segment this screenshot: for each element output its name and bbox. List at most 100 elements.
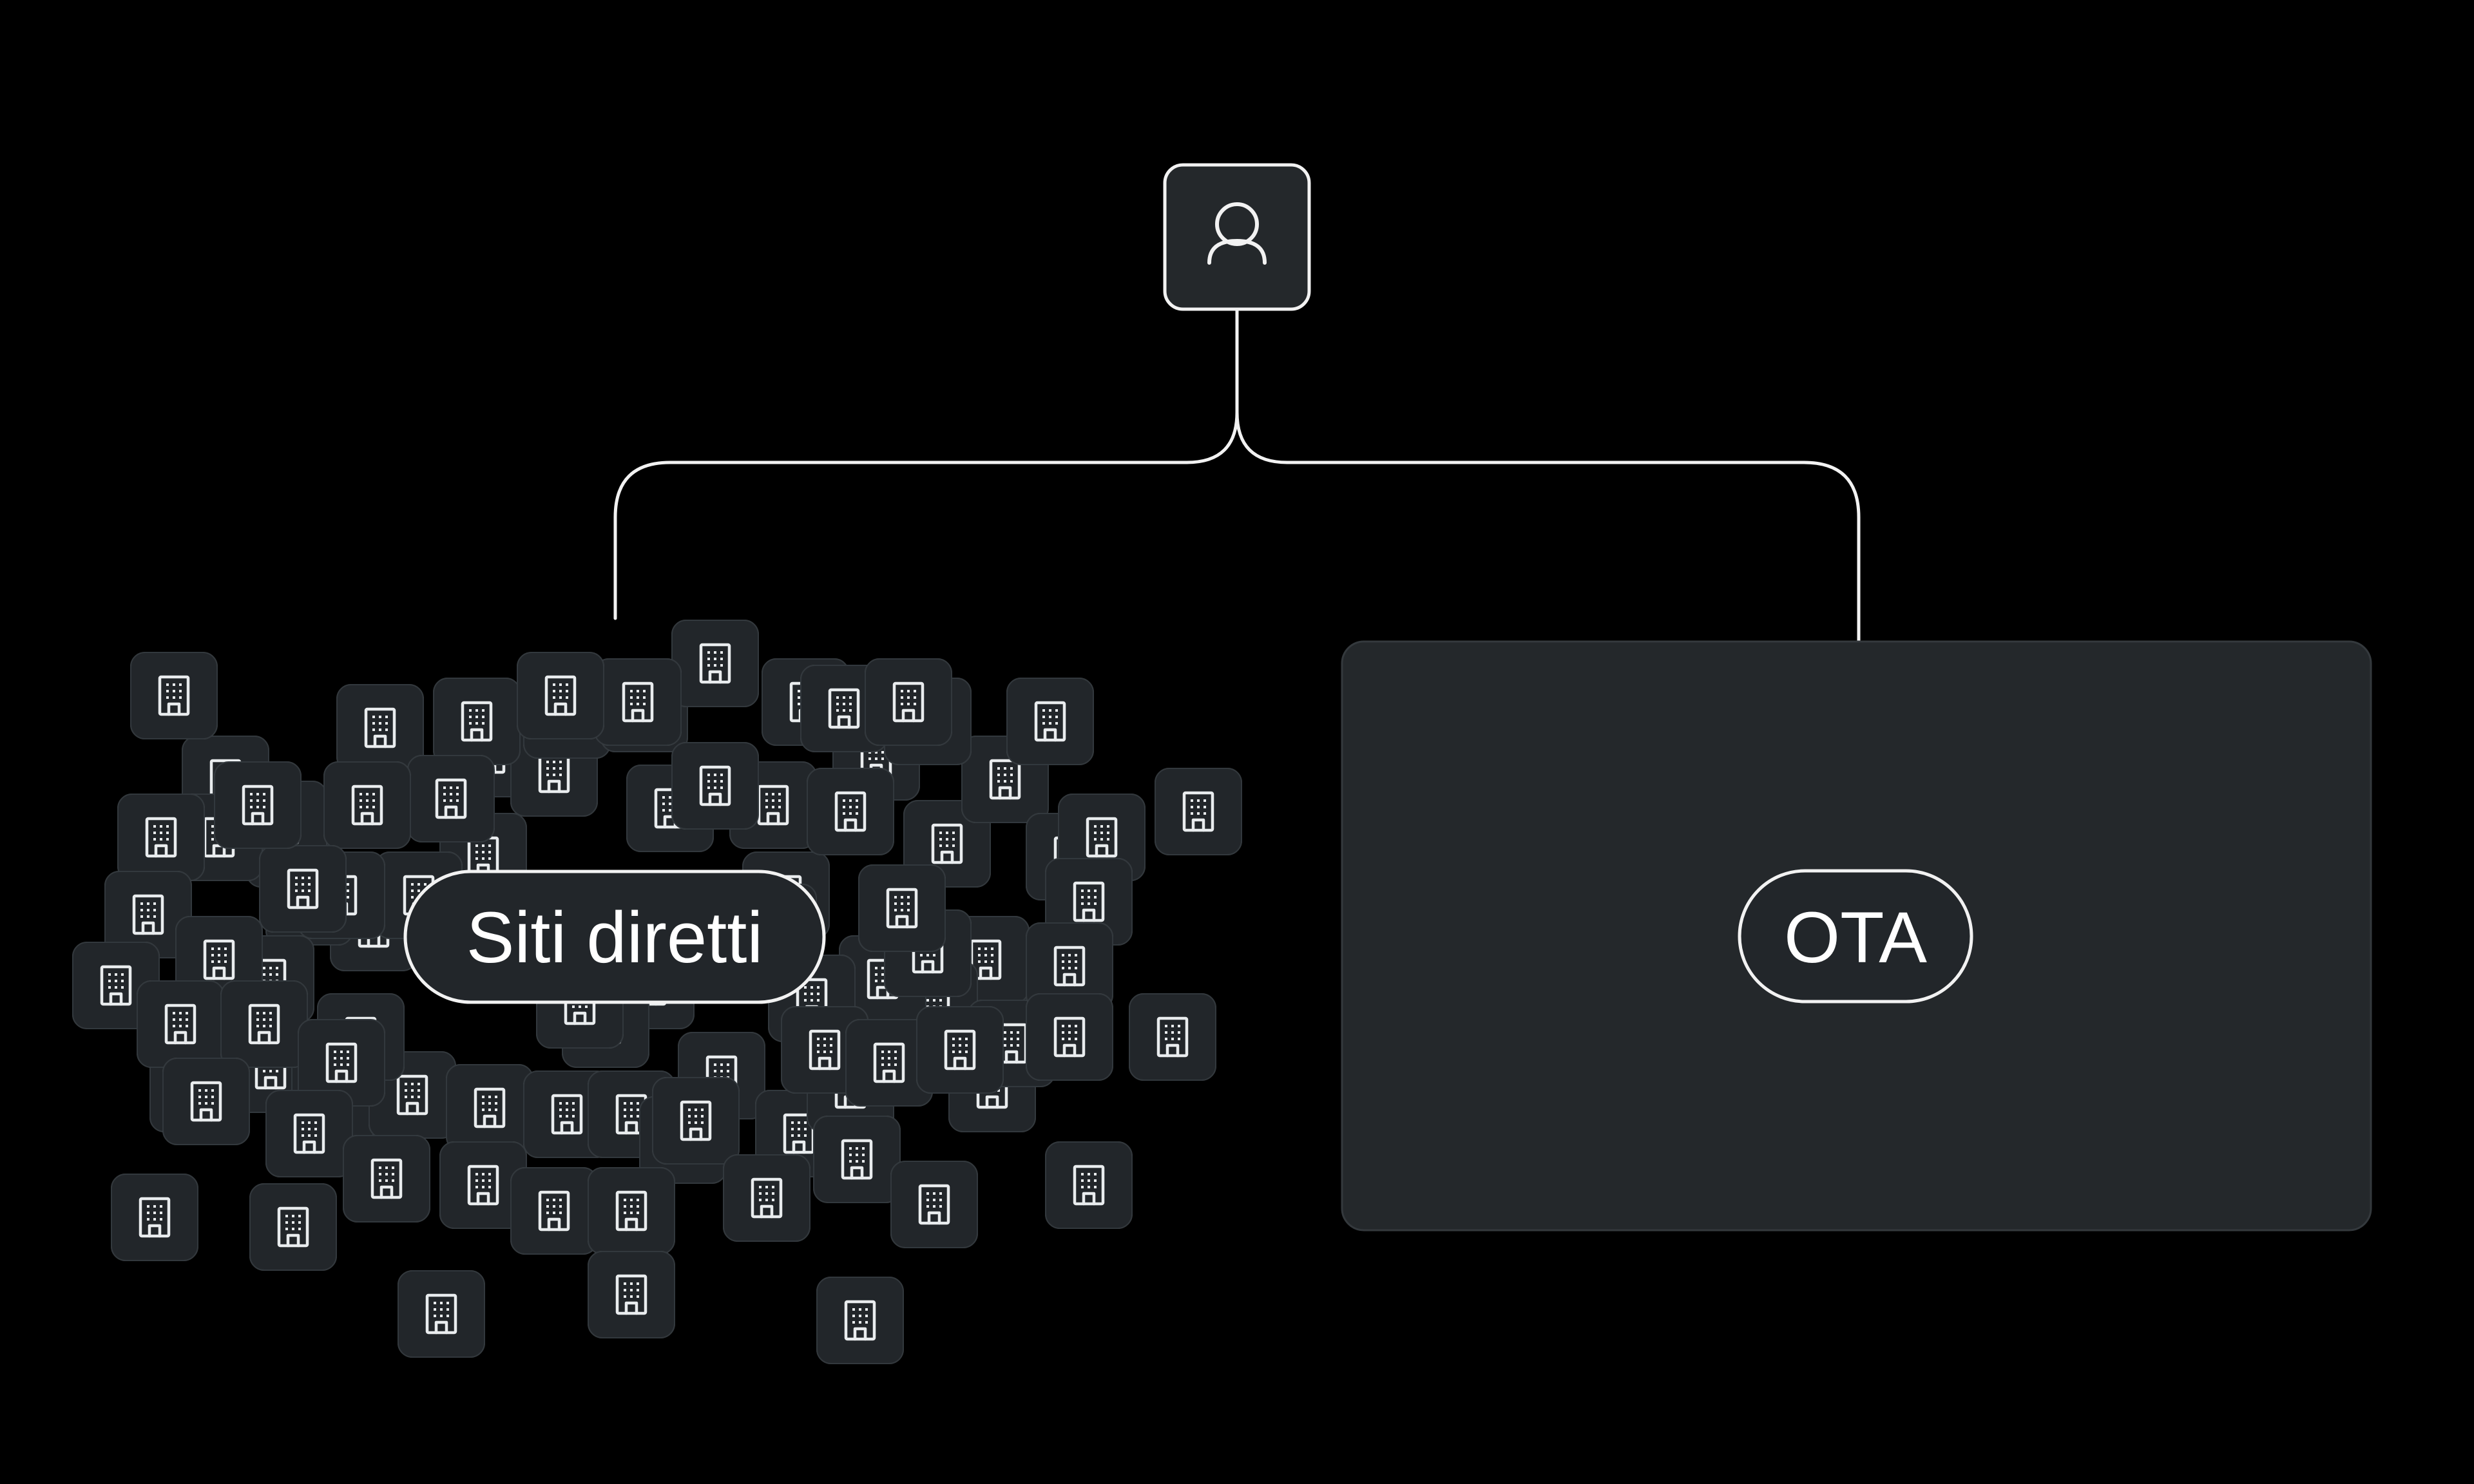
hotel-building-icon	[248, 1004, 280, 1045]
ota-label: OTA	[1738, 869, 1973, 1004]
hotel-tile	[220, 980, 308, 1068]
hotel-tile	[594, 658, 682, 746]
hotel-building-icon	[1053, 1016, 1086, 1058]
hotel-building-icon	[699, 765, 731, 806]
hotel-tile	[407, 755, 495, 842]
hotel-building-icon	[1182, 791, 1214, 832]
hotel-building-icon	[844, 1300, 876, 1341]
connector-to-ota	[1285, 461, 1861, 643]
hotel-tile	[858, 864, 946, 952]
hotel-building-icon	[892, 681, 925, 723]
hotel-tile	[439, 1141, 527, 1229]
hotel-building-icon	[1034, 701, 1066, 742]
hotel-building-icon	[461, 701, 493, 742]
hotel-tile	[723, 1154, 810, 1242]
hotel-tile	[1045, 1141, 1133, 1229]
hotel-building-icon	[474, 1087, 506, 1128]
hotel-building-icon	[364, 707, 396, 748]
hotel-tile	[813, 1116, 901, 1203]
hotel-tile	[588, 1251, 675, 1338]
hotel-tile	[104, 871, 192, 958]
hotel-building-icon	[809, 1029, 841, 1070]
user-node	[1163, 163, 1311, 311]
hotel-building-icon	[351, 785, 383, 826]
hotel-building-icon	[287, 868, 319, 909]
hotel-tile	[807, 768, 894, 855]
hotel-building-icon	[828, 688, 860, 729]
hotel-building-icon	[931, 823, 963, 864]
hotel-tile	[265, 1090, 353, 1177]
hotel-building-icon	[158, 675, 190, 716]
hotel-tile	[1006, 678, 1094, 765]
hotel-tile	[652, 1077, 740, 1165]
hotel-tile	[865, 658, 952, 746]
hotel-building-icon	[425, 1293, 457, 1335]
hotel-building-icon	[139, 1197, 171, 1238]
hotel-building-icon	[615, 1190, 647, 1232]
connector-lines	[613, 309, 1861, 643]
hotel-tile	[111, 1174, 198, 1261]
hotel-building-icon	[944, 1029, 976, 1070]
hotel-building-icon	[841, 1139, 873, 1180]
hotel-tile	[510, 1167, 598, 1255]
hotel-building-icon	[1073, 881, 1105, 922]
hotel-building-icon	[1073, 1165, 1105, 1206]
ota-label-text: OTA	[1784, 897, 1927, 978]
user-icon	[1207, 202, 1267, 265]
hotel-tile	[1026, 993, 1113, 1081]
hotel-tile	[249, 1183, 337, 1271]
hotel-tile	[1155, 768, 1242, 855]
hotel-building-icon	[396, 1074, 428, 1116]
hotel-building-icon	[989, 759, 1021, 800]
hotel-tile	[1129, 993, 1216, 1081]
hotel-building-icon	[1053, 946, 1086, 987]
hotel-tile	[214, 761, 302, 849]
hotel-building-icon	[680, 1100, 712, 1141]
hotel-building-icon	[190, 1081, 222, 1122]
hotel-tile	[336, 684, 424, 772]
hotel-tile	[671, 620, 759, 707]
hotel-tile	[1026, 922, 1113, 1010]
hotel-building-icon	[203, 939, 235, 980]
hotel-building-icon	[551, 1094, 583, 1135]
hotel-tile	[845, 1019, 933, 1107]
hotel-building-icon	[538, 1190, 570, 1232]
hotel-building-icon	[145, 817, 177, 858]
hotel-building-icon	[615, 1274, 647, 1315]
hotel-building-icon	[1156, 1016, 1189, 1058]
hotel-building-icon	[1086, 817, 1118, 858]
hotel-building-icon	[622, 681, 654, 723]
hotel-tile	[916, 1006, 1004, 1094]
direct-sites-pill	[403, 870, 826, 1004]
hotel-tile	[117, 794, 205, 881]
hotel-building-icon	[242, 785, 274, 826]
hotel-tile	[323, 761, 411, 849]
connector-to-direct-sites	[613, 461, 1189, 620]
hotel-building-icon	[886, 888, 918, 929]
hotel-building-icon	[435, 778, 467, 819]
connector-trunk-right	[1235, 410, 1289, 464]
hotel-building-icon	[132, 894, 164, 935]
hotel-building-icon	[325, 1042, 358, 1083]
user-node-box	[1163, 163, 1311, 311]
hotel-building-icon	[544, 675, 577, 716]
hotel-tile	[130, 652, 218, 739]
direct-sites-label-text: Siti diretti	[466, 897, 763, 978]
hotel-tile	[162, 1058, 250, 1145]
hotel-tile	[433, 678, 521, 765]
hotel-building-icon	[277, 1206, 309, 1248]
hotel-building-icon	[873, 1042, 905, 1083]
hotel-building-icon	[751, 1177, 783, 1219]
hotel-tile	[890, 1161, 978, 1248]
hotel-building-icon	[100, 965, 132, 1006]
direct-sites-label: Siti diretti	[403, 870, 826, 1004]
hotel-building-icon	[467, 1165, 499, 1206]
hotel-building-icon	[918, 1184, 950, 1225]
hotel-building-icon	[164, 1004, 197, 1045]
hotel-building-icon	[293, 1113, 325, 1154]
hotel-tile	[517, 652, 604, 739]
hotel-tile	[588, 1167, 675, 1255]
hotel-building-icon	[370, 1158, 403, 1199]
hotel-tile	[398, 1270, 485, 1358]
